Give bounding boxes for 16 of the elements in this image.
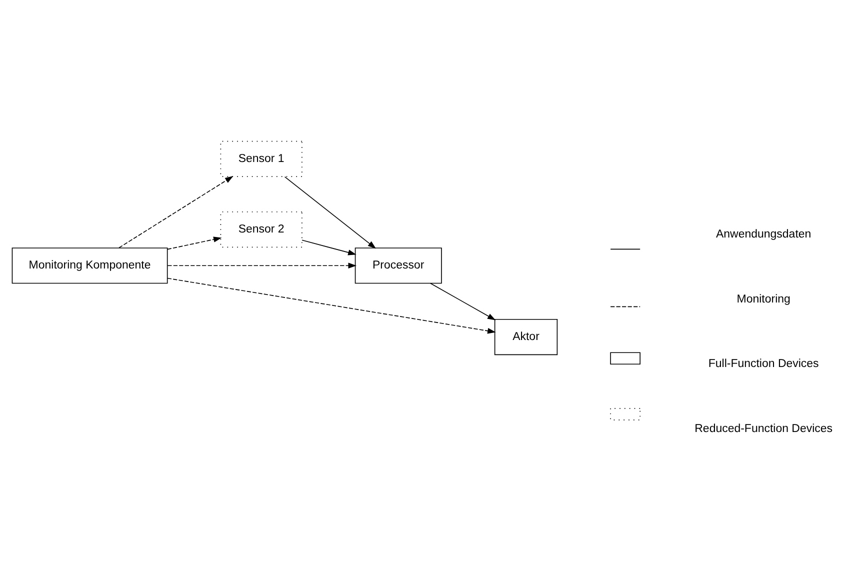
node-box: Sensor 1: [220, 140, 302, 176]
legend-label: Full-Function Devices: [708, 358, 819, 370]
node-box: Sensor 2: [220, 210, 302, 248]
node-box: Processor: [354, 247, 442, 284]
legend-label: Anwendungsdaten: [716, 228, 812, 240]
node-box: Monitoring Komponente: [12, 247, 168, 284]
arrow: [118, 176, 234, 248]
arrow: [167, 262, 356, 268]
arrow: [302, 239, 356, 255]
legend-label: Reduced-Function Devices: [694, 422, 833, 434]
legend-label: Monitoring: [736, 292, 790, 305]
arrow: [167, 277, 496, 334]
arrow: [430, 282, 496, 320]
node-box: Aktor: [494, 318, 558, 355]
arrow: [284, 176, 376, 248]
arrow: [166, 236, 222, 250]
